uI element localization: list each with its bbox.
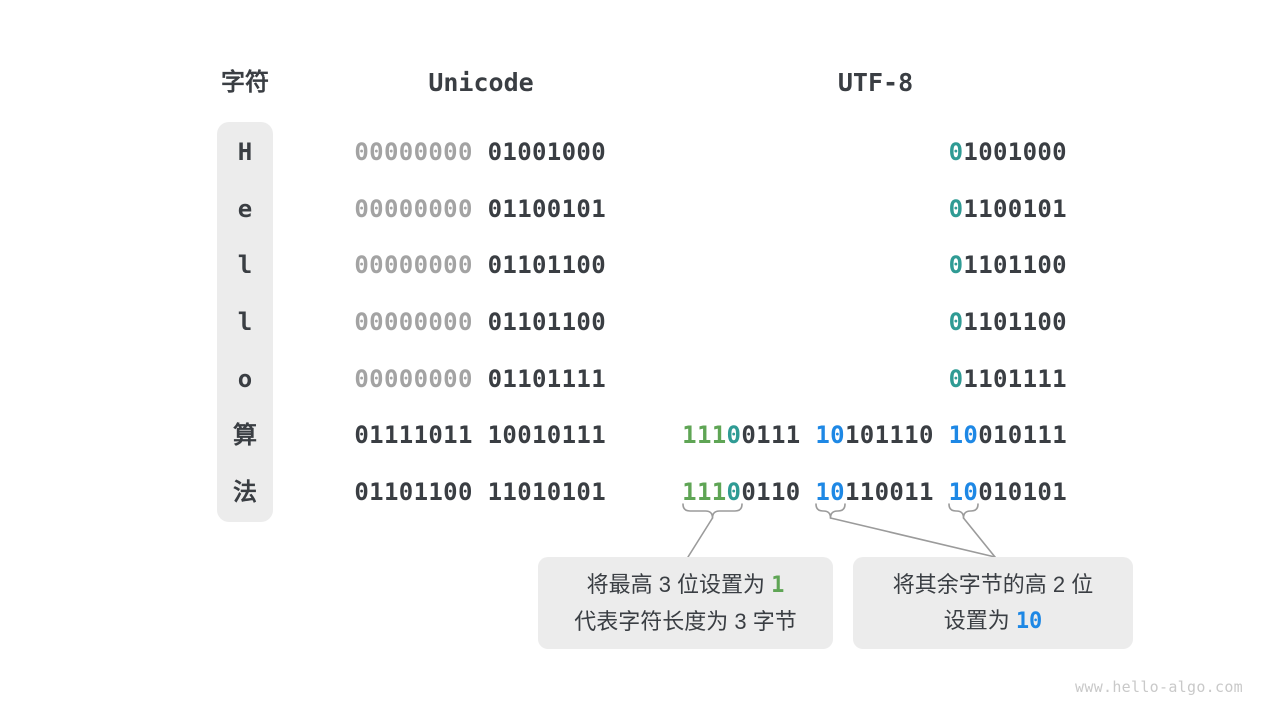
text-segment: 11010101 — [487, 477, 606, 506]
unicode-binary: 01101100 11010101 — [354, 477, 606, 507]
text-segment: 0 — [726, 421, 742, 450]
utf8-binary: 11100111 10101110 10010111 — [682, 420, 1067, 450]
unicode-binary: 00000000 01001000 — [354, 137, 606, 167]
text-segment: 1001000 — [963, 138, 1067, 166]
callout-line: 代表字符长度为 3 字节 — [538, 604, 833, 640]
text-segment: 1101100 — [963, 307, 1067, 336]
callout-continuation-bits-rule: 将其余字节的高 2 位 设置为 10 — [853, 557, 1133, 649]
utf8-binary: 01101111 — [949, 364, 1067, 394]
utf8-binary: 01101100 — [949, 250, 1067, 280]
text-segment: 01101100 — [487, 251, 606, 280]
column-header-utf8: UTF-8 — [837, 68, 914, 97]
text-segment: 10 — [815, 477, 845, 506]
text-segment: 110011 — [844, 477, 934, 506]
unicode-binary: 00000000 01101100 — [354, 250, 606, 280]
text-segment — [473, 365, 488, 393]
unicode-binary: 00000000 01101100 — [354, 307, 606, 337]
text-segment: 1100101 — [963, 194, 1067, 223]
text-segment: 01101100 — [354, 477, 473, 506]
text-segment: 101110 — [844, 421, 934, 450]
unicode-binary: 01111011 10010111 — [354, 420, 606, 450]
text-segment — [473, 478, 488, 506]
text-segment: 01100101 — [487, 194, 606, 223]
text-segment: 0 — [948, 307, 964, 336]
connector-line-cont-byte-2 — [962, 517, 996, 558]
text-segment: 010111 — [978, 421, 1067, 450]
text-segment: 01111011 — [354, 421, 473, 450]
text-segment: 1101111 — [963, 364, 1067, 393]
text-segment: 0 — [948, 194, 964, 223]
text-segment: 0 — [948, 251, 964, 280]
char-cell: l — [237, 307, 253, 336]
text-segment: 00000000 — [354, 194, 473, 223]
text-segment: 0111 — [741, 421, 801, 450]
text-segment: 1 — [771, 573, 785, 598]
callout-line: 将最高 3 位设置为 1 — [538, 567, 833, 604]
text-segment: 01101111 — [487, 364, 606, 393]
text-segment — [473, 138, 488, 166]
character-column-background — [217, 122, 273, 522]
char-cell: 算 — [233, 421, 257, 450]
char-cell: l — [237, 251, 253, 280]
char-cell: e — [237, 194, 253, 223]
text-segment: 1101100 — [963, 251, 1067, 280]
text-segment: 将最高 3 位设置为 — [586, 572, 772, 597]
callout-line: 设置为 10 — [853, 603, 1133, 640]
column-header-char: 字符 — [221, 69, 269, 96]
text-segment: 00000000 — [354, 251, 473, 280]
text-segment — [801, 421, 816, 449]
text-segment: 10010111 — [487, 421, 606, 450]
utf8-binary: 01100101 — [949, 194, 1067, 224]
char-cell: H — [237, 138, 253, 166]
text-segment: 00000000 — [354, 364, 473, 393]
text-segment: 10 — [815, 421, 845, 450]
text-segment: 将其余字节的高 2 位 — [892, 572, 1094, 597]
text-segment: 01001000 — [487, 138, 606, 166]
column-header-unicode: Unicode — [428, 68, 534, 97]
text-segment — [473, 421, 488, 449]
text-segment: 010101 — [978, 477, 1067, 506]
text-segment: 111 — [682, 477, 727, 506]
utf8-binary: 01101100 — [949, 307, 1067, 337]
char-cell: o — [237, 364, 253, 393]
callout-high-bits-rule: 将最高 3 位设置为 1 代表字符长度为 3 字节 — [538, 557, 833, 649]
text-segment: 00000000 — [354, 307, 473, 336]
text-segment — [934, 478, 949, 506]
callout-line: 将其余字节的高 2 位 — [853, 567, 1133, 603]
unicode-binary: 00000000 01100101 — [354, 194, 606, 224]
text-segment: 10 — [948, 421, 979, 450]
text-segment — [934, 421, 949, 449]
watermark: www.hello-algo.com — [1075, 678, 1243, 696]
text-segment: 10 — [948, 477, 979, 506]
text-segment: 0 — [948, 138, 964, 166]
text-segment: 代表字符长度为 3 字节 — [574, 609, 797, 634]
text-segment: 0110 — [741, 477, 801, 506]
text-segment: 10 — [1015, 609, 1043, 634]
text-segment — [801, 478, 816, 506]
text-segment — [473, 308, 488, 336]
utf8-binary: 01001000 — [949, 137, 1067, 167]
text-segment — [473, 195, 488, 223]
unicode-binary: 00000000 01101111 — [354, 364, 606, 394]
text-segment: 0 — [948, 364, 964, 393]
text-segment: 设置为 — [943, 608, 1016, 633]
text-segment: 0 — [726, 477, 742, 506]
text-segment: 01101100 — [487, 307, 606, 336]
connector-line-lead-byte — [687, 517, 714, 558]
char-cell: 法 — [233, 477, 257, 506]
text-segment — [473, 251, 488, 279]
text-segment: 111 — [682, 421, 727, 450]
text-segment: 00000000 — [354, 138, 473, 166]
utf8-binary: 11100110 10110011 10010101 — [682, 477, 1067, 507]
connector-line-cont-byte-1 — [829, 517, 996, 558]
